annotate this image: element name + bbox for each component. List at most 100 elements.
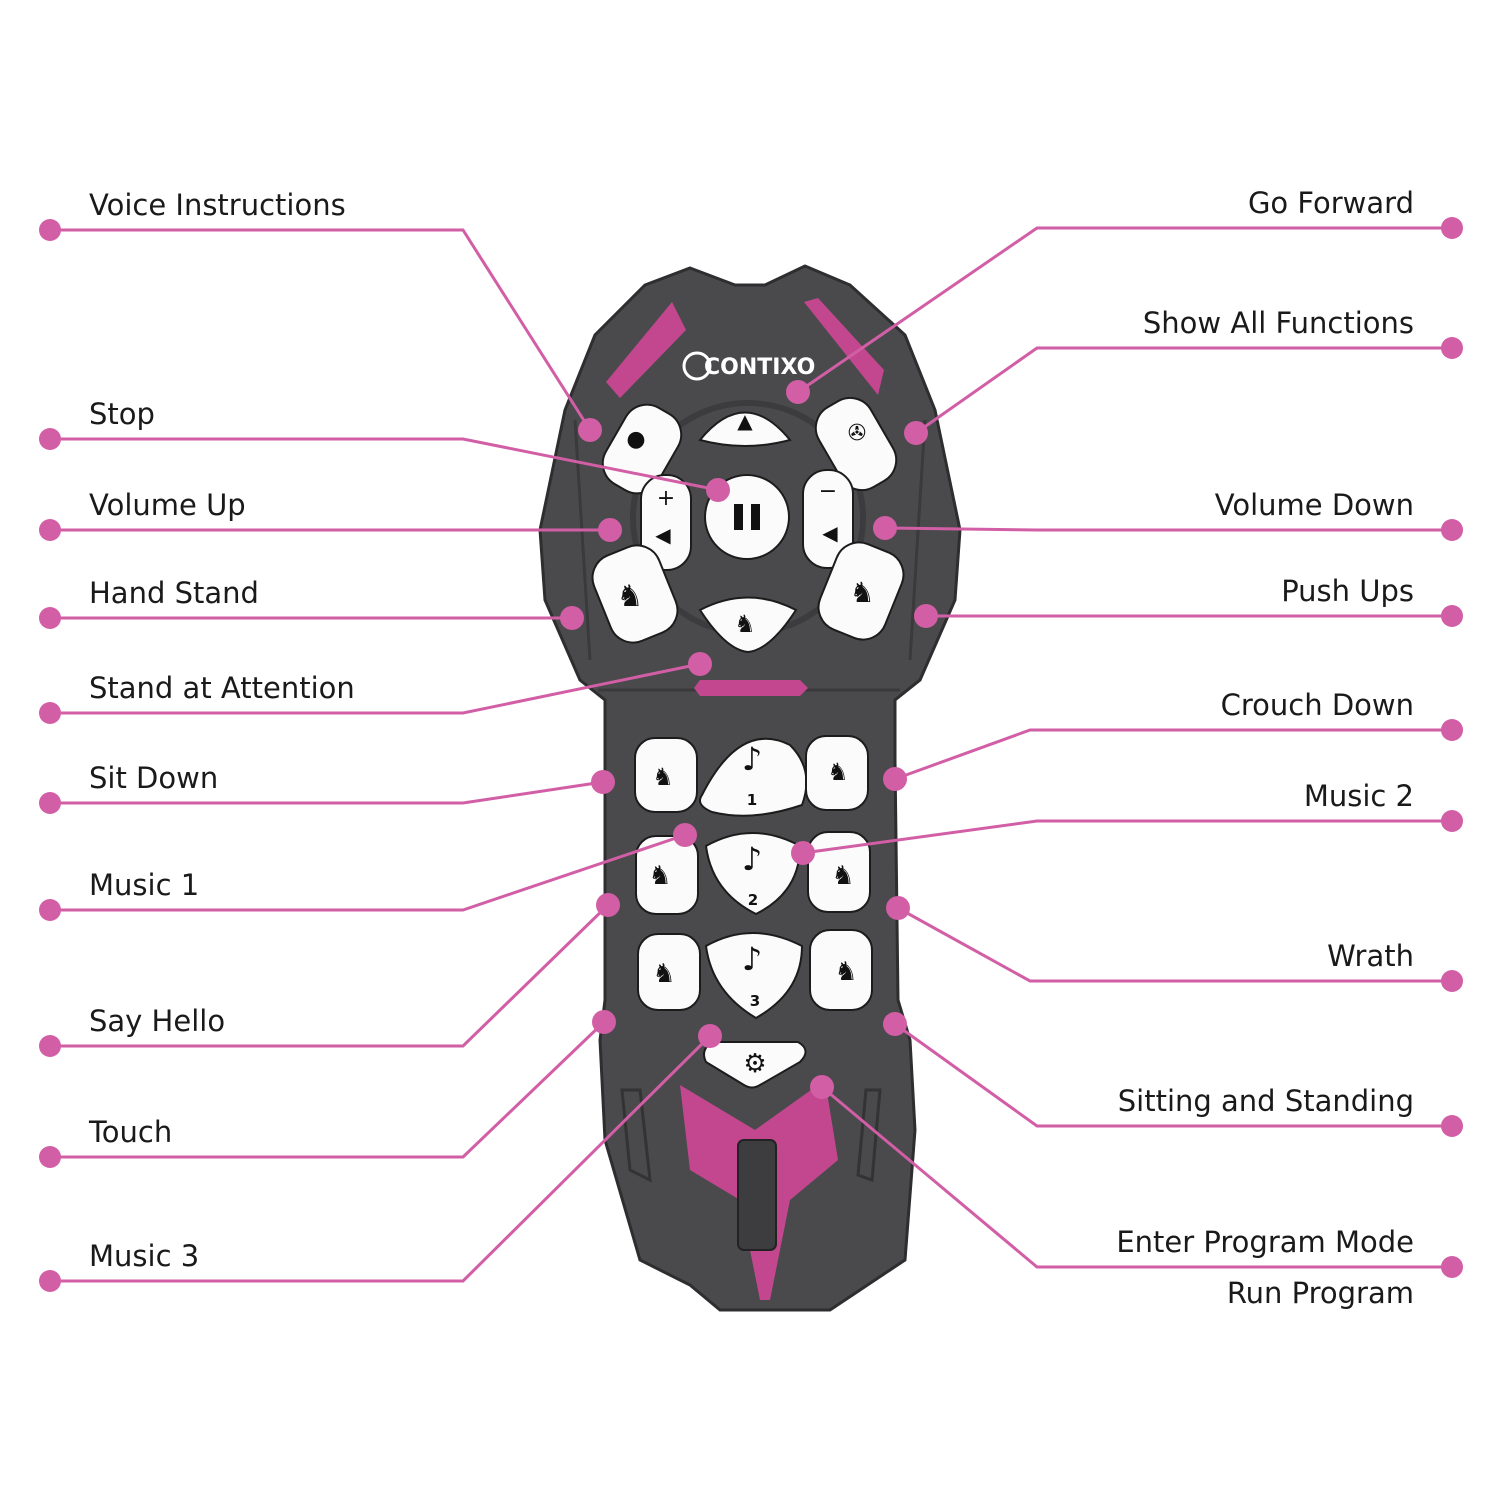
callout-go-forward: Go Forward [786, 186, 1463, 404]
callout-end-dot [39, 219, 61, 241]
dog-sitting-icon: ♞ [652, 763, 674, 791]
callout-label: Sit Down [89, 761, 218, 795]
callout-voice-instructions: Voice Instructions [39, 188, 602, 442]
dog-crouching-icon: ♞ [827, 758, 849, 786]
callout-line [50, 1020, 606, 1159]
callout-end-dot [1441, 337, 1463, 359]
callout-end-dot [1441, 217, 1463, 239]
left-pink-stripe [606, 302, 686, 398]
music-3-number: 3 [750, 992, 760, 1010]
callout-end-dot [39, 1035, 61, 1057]
callout-music-1: Music 1 [39, 823, 697, 921]
callout-end-dot [1441, 970, 1463, 992]
callout-end-dot [1441, 719, 1463, 741]
callout-volume-down: Volume Down [873, 488, 1463, 541]
wrath-button[interactable]: ♞ [807, 831, 871, 913]
plus-icon: + [657, 486, 675, 511]
gear-icon: ⚙ [743, 1049, 766, 1079]
dog-pushups-icon: ♞ [849, 576, 874, 609]
callout-target-dot [592, 1010, 616, 1034]
push-ups-button[interactable]: ♞ [811, 535, 910, 647]
callout-crouch-down: Crouch Down [883, 688, 1463, 791]
film-reel-icon: ✇ [848, 421, 866, 446]
callout-target-dot [791, 841, 815, 865]
callout-stand-at-attention: Stand at Attention [39, 652, 712, 724]
callout-target-dot [904, 421, 928, 445]
show-all-functions-button[interactable]: ✇ [807, 389, 905, 499]
callout-target-dot [886, 896, 910, 920]
go-forward-button[interactable]: ▲ [698, 409, 792, 447]
callout-sit-down: Sit Down [39, 761, 615, 814]
bottom-slider[interactable] [737, 1139, 777, 1251]
callout-target-dot [688, 652, 712, 676]
callout-label: Wrath [1327, 939, 1414, 973]
middle-pink-bar [694, 680, 808, 696]
callout-line [50, 1034, 712, 1283]
left-side-grip [620, 1088, 652, 1183]
callout-target-dot [578, 418, 602, 442]
callout-target-dot [698, 1024, 722, 1048]
say-hello-button[interactable]: ♞ [635, 835, 699, 915]
callout-label: Voice Instructions [89, 188, 346, 222]
callout-target-dot [786, 380, 810, 404]
callout-label-secondary: Run Program [1227, 1276, 1414, 1310]
callout-line [915, 346, 1452, 435]
callout-music-3: Music 3 [39, 1024, 722, 1292]
callout-label: Say Hello [89, 1004, 225, 1038]
callout-label: Sitting and Standing [1118, 1084, 1414, 1118]
callout-line [50, 228, 592, 431]
callout-end-dot [39, 702, 61, 724]
callout-label: Volume Up [89, 488, 246, 522]
callout-line [894, 1022, 1452, 1128]
callout-line [50, 780, 604, 805]
callout-end-dot [39, 1146, 61, 1168]
speaker-icon: ◀ [655, 523, 671, 547]
callout-target-dot [673, 823, 697, 847]
program-mode-button[interactable]: ⚙ [703, 1041, 807, 1089]
callout-label: Hand Stand [89, 576, 259, 610]
callout-line [802, 819, 1452, 855]
music-2-button[interactable]: ♪ 2 [704, 832, 802, 916]
talking-head-icon: ● [626, 427, 645, 452]
callout-end-dot [39, 428, 61, 450]
music-2-number: 2 [748, 891, 758, 909]
volume-up-button[interactable]: + ◀ [640, 474, 692, 571]
callout-label: Music 1 [89, 868, 199, 902]
callout-label: Stand at Attention [89, 671, 355, 705]
sit-down-button[interactable]: ♞ [634, 737, 698, 813]
callout-wrath: Wrath [886, 896, 1463, 992]
callout-label: Music 2 [1304, 779, 1414, 813]
callout-target-dot [598, 518, 622, 542]
callout-target-dot [560, 606, 584, 630]
touch-button[interactable]: ♞ [637, 933, 701, 1011]
hand-stand-button[interactable]: ♞ [585, 538, 684, 650]
sitting-and-standing-button[interactable]: ♞ [809, 929, 873, 1011]
crouch-down-button[interactable]: ♞ [805, 735, 869, 811]
callout-label: Go Forward [1248, 186, 1414, 220]
callout-end-dot [39, 519, 61, 541]
callout-line [897, 906, 1452, 983]
callout-target-dot [873, 516, 897, 540]
callout-volume-up: Volume Up [39, 488, 622, 542]
brand-logo: CONTIXO [682, 351, 815, 381]
callout-target-dot [591, 770, 615, 794]
callout-show-all-functions: Show All Functions [904, 306, 1463, 445]
callout-line [894, 728, 1452, 781]
minus-icon: − [819, 479, 837, 504]
music-3-button[interactable]: ♪ 3 [704, 932, 804, 1020]
callout-end-dot [1441, 605, 1463, 627]
volume-down-button[interactable]: − ◀ [802, 469, 854, 569]
music-1-number: 1 [747, 791, 757, 809]
callout-line [50, 437, 719, 492]
music-note-icon: ♪ [742, 740, 762, 778]
callout-label: Touch [88, 1115, 172, 1149]
music-1-button[interactable]: ♪ 1 [699, 737, 808, 817]
callout-label: Music 3 [89, 1239, 199, 1273]
callout-line [50, 833, 686, 912]
callout-music-2: Music 2 [791, 779, 1463, 865]
callout-target-dot [883, 767, 907, 791]
stand-at-attention-button[interactable]: ♞ [698, 596, 798, 654]
